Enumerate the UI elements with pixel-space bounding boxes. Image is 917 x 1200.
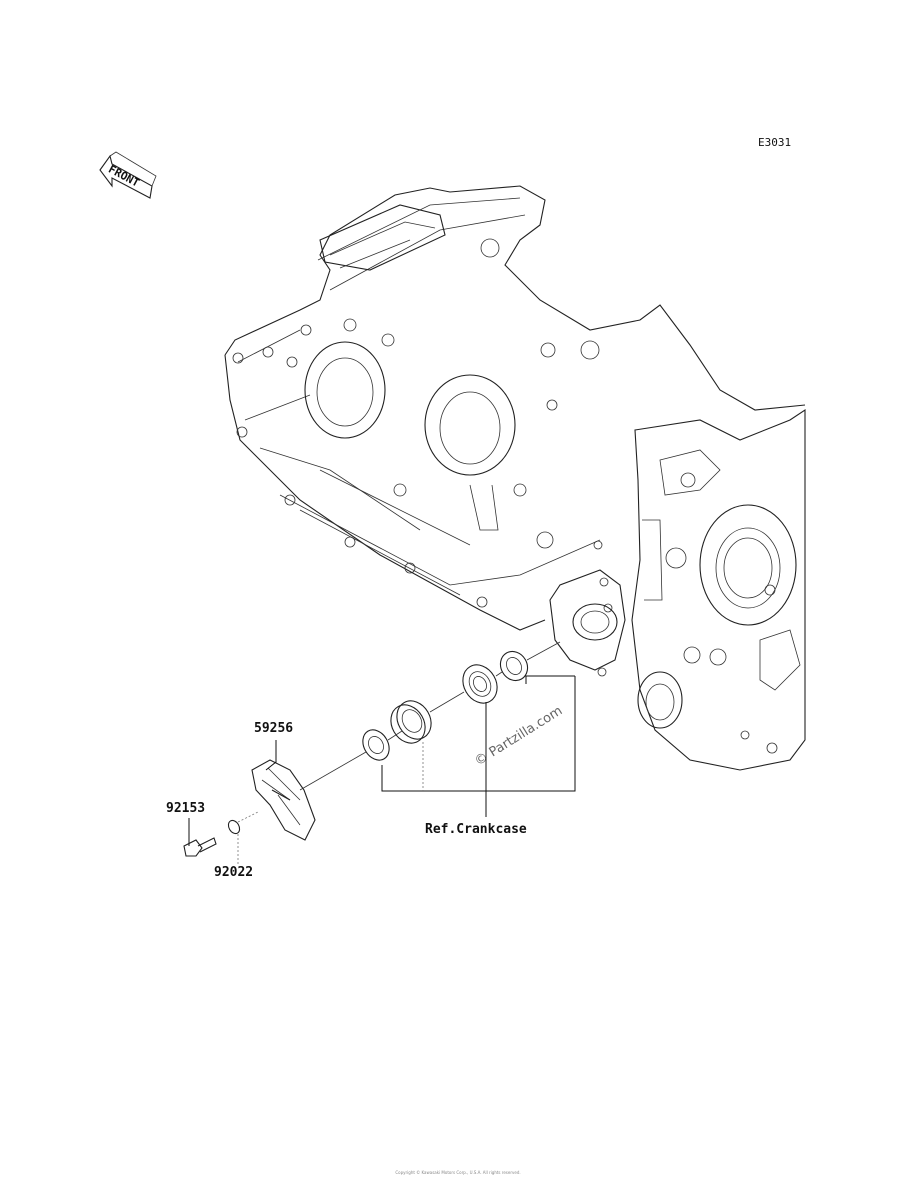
mechanical-seal [390,700,432,744]
part-number-label: 92022 [214,865,253,880]
diagram-code: E3031 [758,136,791,149]
reference-bracket [381,675,576,817]
copyright-footer: Copyright © Kawasaki Motors Corp., U.S.A… [395,1170,520,1175]
bolt-hole [232,238,613,677]
seal-washer [362,729,390,761]
washer-part [227,819,241,835]
oil-seal-outer [499,650,529,682]
impeller [251,759,316,841]
bearing [462,664,498,704]
bolt-part [183,837,217,857]
cylinder-bore [304,341,516,476]
reference-label: Ref.Crankcase [425,822,527,837]
part-number-label: 59256 [254,721,293,736]
crankcase-drawing [224,185,806,771]
part-number-label: 92153 [166,801,205,816]
front-arrow-icon: FRONT [99,151,157,199]
